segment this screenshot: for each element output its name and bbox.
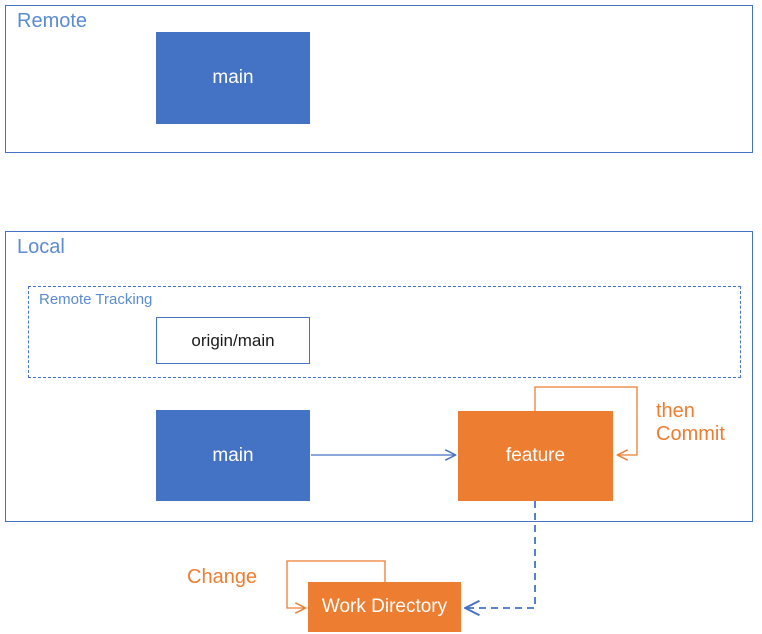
region-remote <box>5 5 753 153</box>
node-work-directory[interactable]: Work Directory <box>308 582 461 632</box>
region-local <box>5 231 753 522</box>
region-remote-tracking-label: Remote Tracking <box>39 291 153 308</box>
node-feature-branch[interactable]: feature <box>458 411 613 501</box>
edge-label-change: Change <box>187 566 258 588</box>
region-remote-label: Remote <box>17 10 88 32</box>
region-remote-tracking <box>28 286 741 378</box>
node-origin-main-tracking-branch[interactable]: origin/main <box>156 317 310 364</box>
region-local-label: Local <box>17 236 65 258</box>
node-remote-main-branch[interactable]: main <box>156 32 310 124</box>
node-local-main-branch[interactable]: main <box>156 410 310 501</box>
